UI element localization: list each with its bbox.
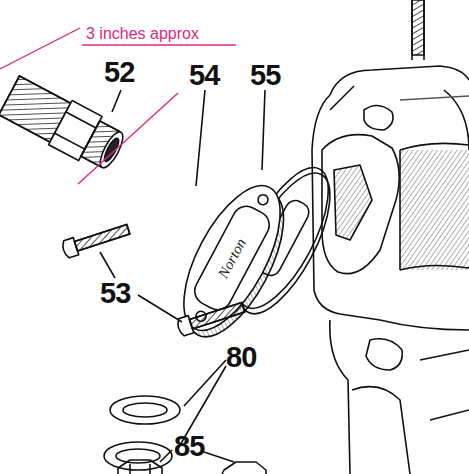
callout-number: 54 [189,61,219,90]
callout-number: 53 [100,279,130,308]
dimension-label: 3 inches approx [86,26,199,42]
callout-number: 80 [226,343,256,372]
callout-number: 55 [250,61,280,90]
callout-number: 85 [174,432,204,461]
callout-number: 52 [104,58,134,87]
